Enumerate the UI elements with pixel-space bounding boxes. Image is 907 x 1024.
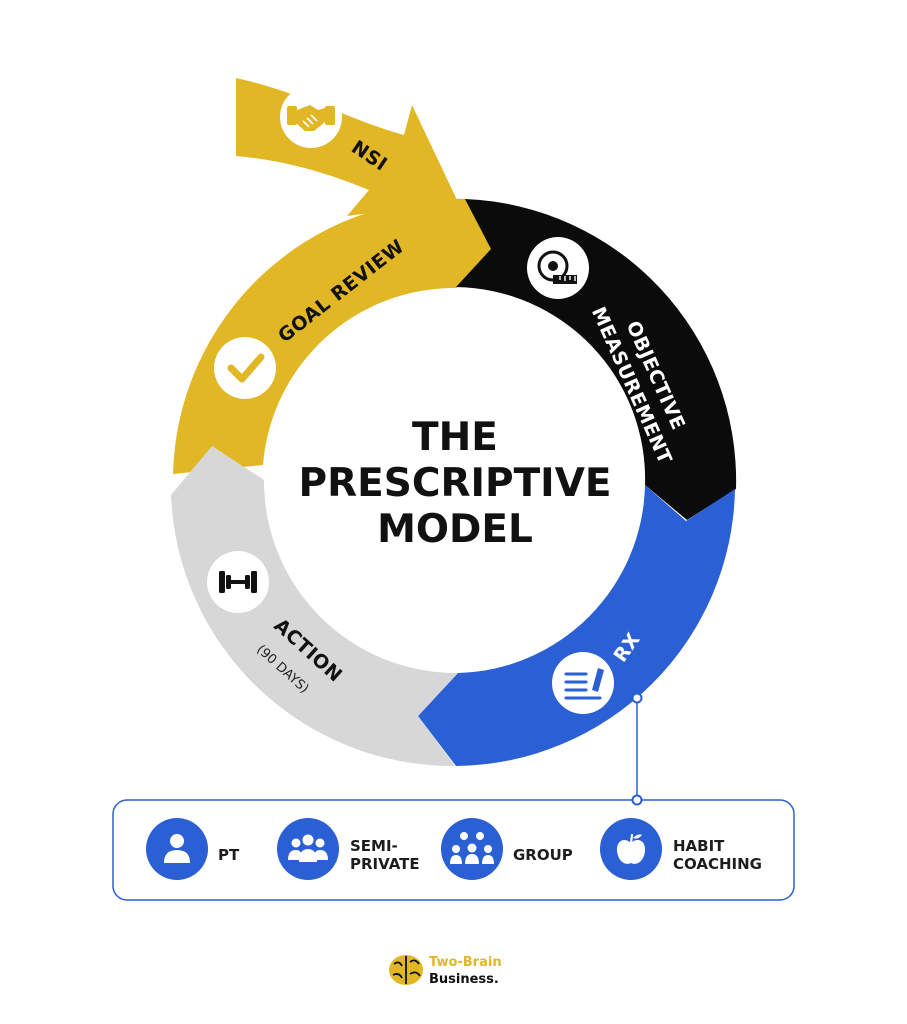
service-group-line1: GROUP [513,846,573,864]
small-group-icon [277,818,339,880]
segment-rx [418,485,735,766]
handshake-icon [280,86,342,148]
service-semi-private-line2: PRIVATE [350,855,420,873]
segment-action [171,446,458,767]
logo-line1: Two-Brain [429,955,502,970]
measuring-tape-icon [527,237,589,299]
service-pt-line1: PT [218,846,240,864]
person-icon [146,818,208,880]
title-line1: THE [412,415,498,460]
nsi-arrow [236,78,458,216]
dumbbell-icon [207,551,269,613]
segment-objective-measurement [456,199,737,520]
title-line3: MODEL [377,507,533,552]
segment-goal-review [173,198,492,474]
large-group-icon [441,818,503,880]
service-habit-coaching-line2: COACHING [673,855,762,873]
services-connector-dot [631,794,643,806]
brain-icon [389,955,423,985]
rx-connector-dot [631,692,643,704]
apple-icon [600,818,662,880]
service-habit-coaching-line1: HABIT [673,837,725,855]
checkmark-icon [214,337,276,399]
prescription-pad-icon [552,652,614,714]
title-line2: PRESCRIPTIVE [298,461,611,506]
service-semi-private-line1: SEMI- [350,837,398,855]
logo-line2: Business. [429,972,499,987]
